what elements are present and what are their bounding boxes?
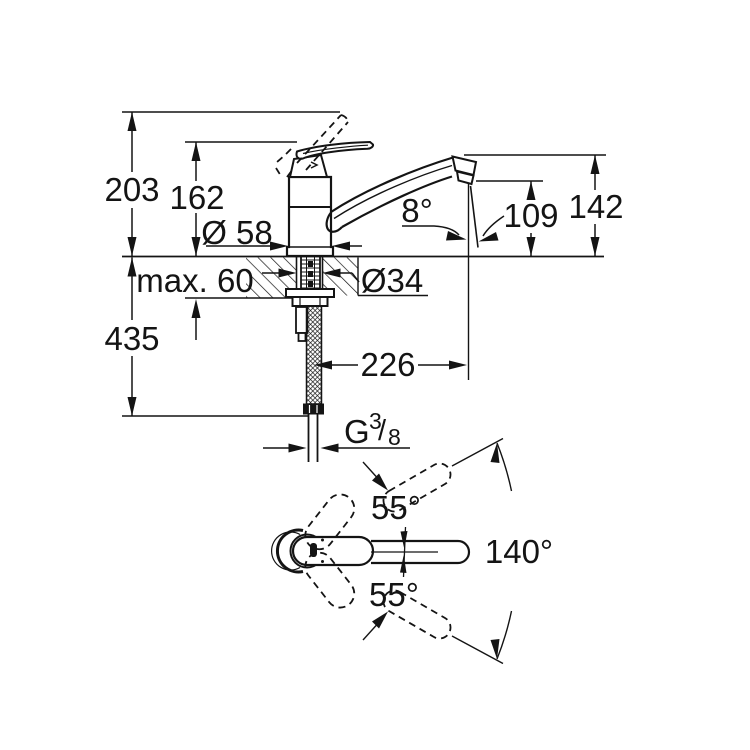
top-view — [270, 437, 513, 665]
label-swivel-55-lower: 55° — [369, 576, 419, 613]
label-diameter-58: Ø 58 — [201, 214, 273, 251]
shank-and-hoses — [285, 257, 335, 462]
label-swivel-55-upper: 55° — [371, 489, 421, 526]
label-reach-226: 226 — [360, 346, 415, 383]
dimension-labels: 203 162 Ø 58 max. 60 435 Ø34 8° 109 142 … — [104, 171, 623, 613]
label-height-142: 142 — [568, 188, 623, 225]
faucet-side-body — [285, 140, 478, 258]
thread-prefix: G — [344, 413, 370, 450]
side-view — [122, 111, 606, 417]
label-height-162: 162 — [169, 179, 224, 216]
thread-slash: / — [378, 415, 387, 447]
label-height-109: 109 — [503, 197, 558, 234]
label-length-435: 435 — [104, 320, 159, 357]
label-height-203: 203 — [104, 171, 159, 208]
dimension-lines — [127, 112, 600, 453]
faucet-lever-raised-dashed — [275, 114, 349, 178]
label-thread-g38: G 3 / 8 — [344, 408, 401, 450]
thread-numerator: 3 — [369, 408, 382, 434]
label-diameter-34: Ø34 — [361, 262, 423, 299]
label-angle-8: 8° — [401, 192, 433, 229]
label-max-thickness-60: max. 60 — [136, 262, 253, 299]
label-swivel-140: 140° — [485, 533, 553, 570]
thread-denominator: 8 — [388, 424, 401, 450]
